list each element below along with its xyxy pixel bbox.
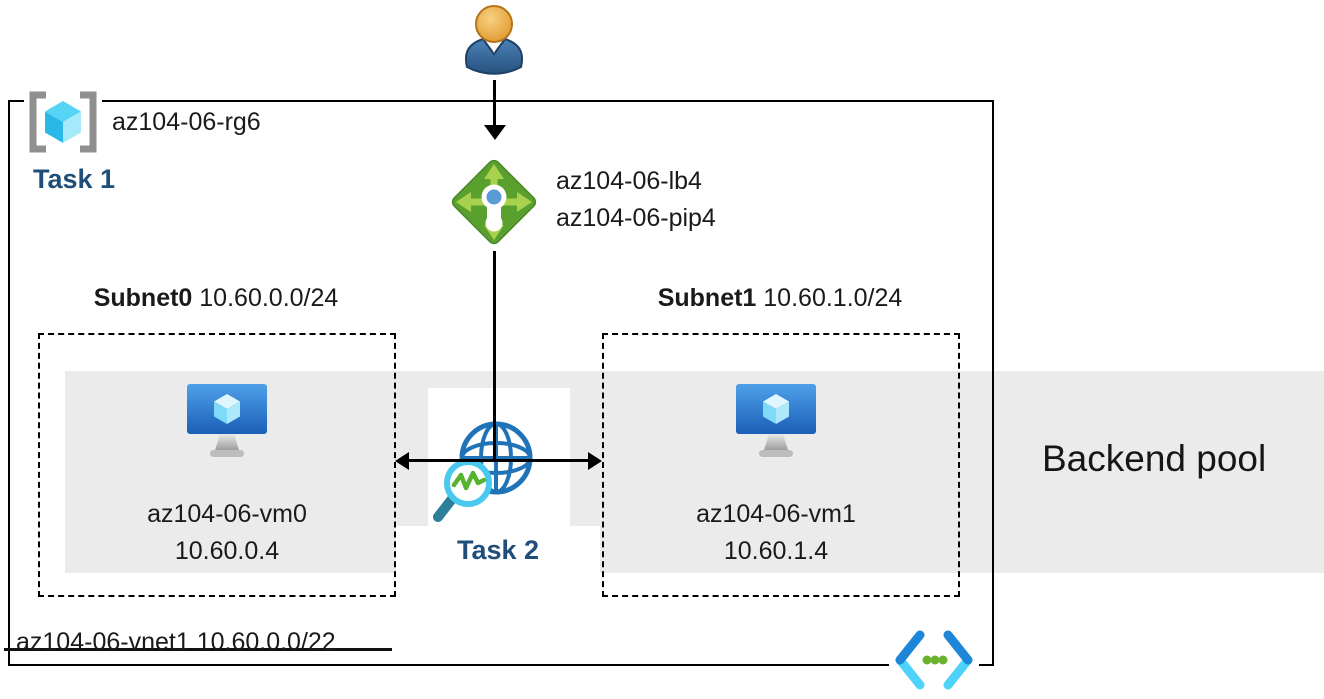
resource-group-box: [8, 100, 994, 666]
virtual-machine-icon: [174, 382, 280, 462]
subnet1-label: Subnet1 10.60.1.0/24: [602, 284, 958, 313]
user-person-icon: [458, 5, 530, 77]
load-balancer-name: az104-06-lb4: [556, 167, 702, 195]
backend-pool-band: [65, 371, 1324, 573]
subnet1-box: [602, 333, 960, 597]
vm1-label: az104-06-vm1 10.60.1.4: [666, 496, 886, 570]
vnet-box-bottom-line: [4, 648, 392, 651]
vm0-name: az104-06-vm0: [147, 500, 307, 528]
vm1-name: az104-06-vm1: [696, 500, 856, 528]
resource-group-icon: [24, 90, 102, 154]
task1-label: Task 1: [33, 164, 116, 194]
backend-pool-label: Backend pool: [1042, 438, 1267, 479]
virtual-machine-icon: [723, 382, 829, 462]
vnet-cidr: 10.60.0.0/22: [196, 628, 336, 656]
public-ip-name: az104-06-pip4: [556, 204, 716, 232]
load-balancer-icon: [444, 152, 544, 252]
globe-health-probe-icon: [428, 391, 570, 536]
arrowhead-to-subnet1: [588, 452, 602, 470]
subnet1-cidr: 10.60.1.0/24: [763, 284, 903, 312]
resource-group-name: az104-06-rg6: [112, 108, 261, 136]
user-to-lb-line: [493, 80, 496, 127]
vnet-name: az104-06-vnet1: [16, 628, 190, 656]
task2-label: Task 2: [456, 534, 540, 565]
subnet0-name: Subnet0: [93, 284, 193, 312]
load-balancer-labels: az104-06-lb4 az104-06-pip4: [556, 163, 716, 237]
arrowhead-to-subnet0: [395, 452, 409, 470]
task2-backdrop: Task 2: [396, 526, 600, 574]
lb-to-probe-line: [493, 251, 496, 461]
vnet-label: az104-06-vnet1 10.60.0.0/22: [16, 627, 336, 658]
subnet0-label: Subnet0 10.60.0.0/24: [38, 284, 394, 313]
virtual-network-icon: [889, 627, 979, 693]
subnet0-cidr: 10.60.0.0/24: [199, 284, 339, 312]
user-to-lb-arrowhead: [484, 125, 506, 140]
subnet1-name: Subnet1: [657, 284, 757, 312]
vm1-ip: 10.60.1.4: [723, 537, 829, 565]
vm0-ip: 10.60.0.4: [174, 537, 280, 565]
vm0-label: az104-06-vm0 10.60.0.4: [117, 496, 337, 570]
subnet-arrow-line: [407, 459, 589, 462]
